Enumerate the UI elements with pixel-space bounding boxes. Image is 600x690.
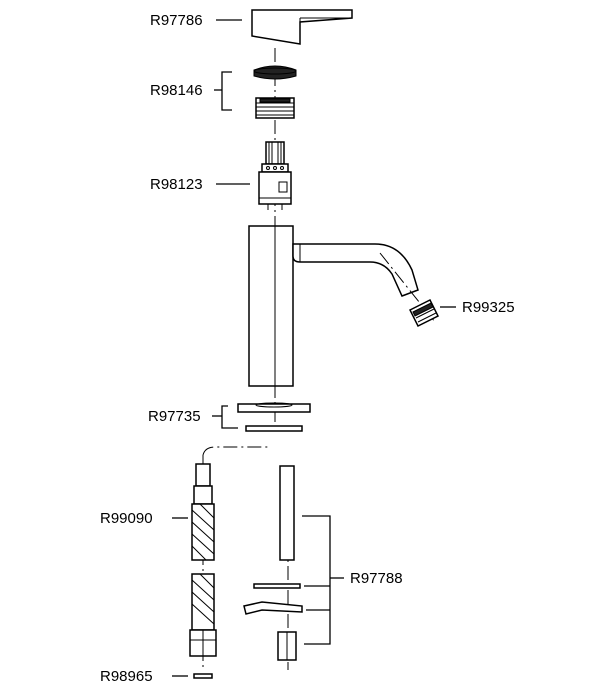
- bracket-r97735: [221, 405, 238, 429]
- label-r97788: R97788: [350, 570, 403, 587]
- sealing-washer: [193, 673, 213, 679]
- label-r97786: R97786: [150, 12, 203, 29]
- waste-lever: [243, 601, 303, 615]
- aerator: [408, 298, 440, 328]
- cartridge: [258, 141, 292, 210]
- label-r98123: R98123: [150, 176, 203, 193]
- hose-axis: [202, 446, 268, 456]
- lever-handle: [251, 9, 353, 45]
- waste-rod: [279, 465, 295, 561]
- bracket-r98146: [221, 71, 232, 111]
- label-r97735: R97735: [148, 408, 201, 425]
- waste-connector: [277, 631, 297, 661]
- label-r98965: R98965: [100, 668, 153, 685]
- label-r98146: R98146: [150, 82, 203, 99]
- tap-body: [248, 225, 419, 387]
- cartridge-nut: [255, 97, 295, 119]
- flexible-hose: [189, 463, 217, 657]
- bracket-r97788: [302, 515, 331, 645]
- cartridge-cap: [253, 65, 297, 80]
- base-washers: [237, 402, 311, 432]
- waste-clip: [253, 583, 301, 589]
- label-r99090: R99090: [100, 510, 153, 527]
- label-r99325: R99325: [462, 299, 515, 316]
